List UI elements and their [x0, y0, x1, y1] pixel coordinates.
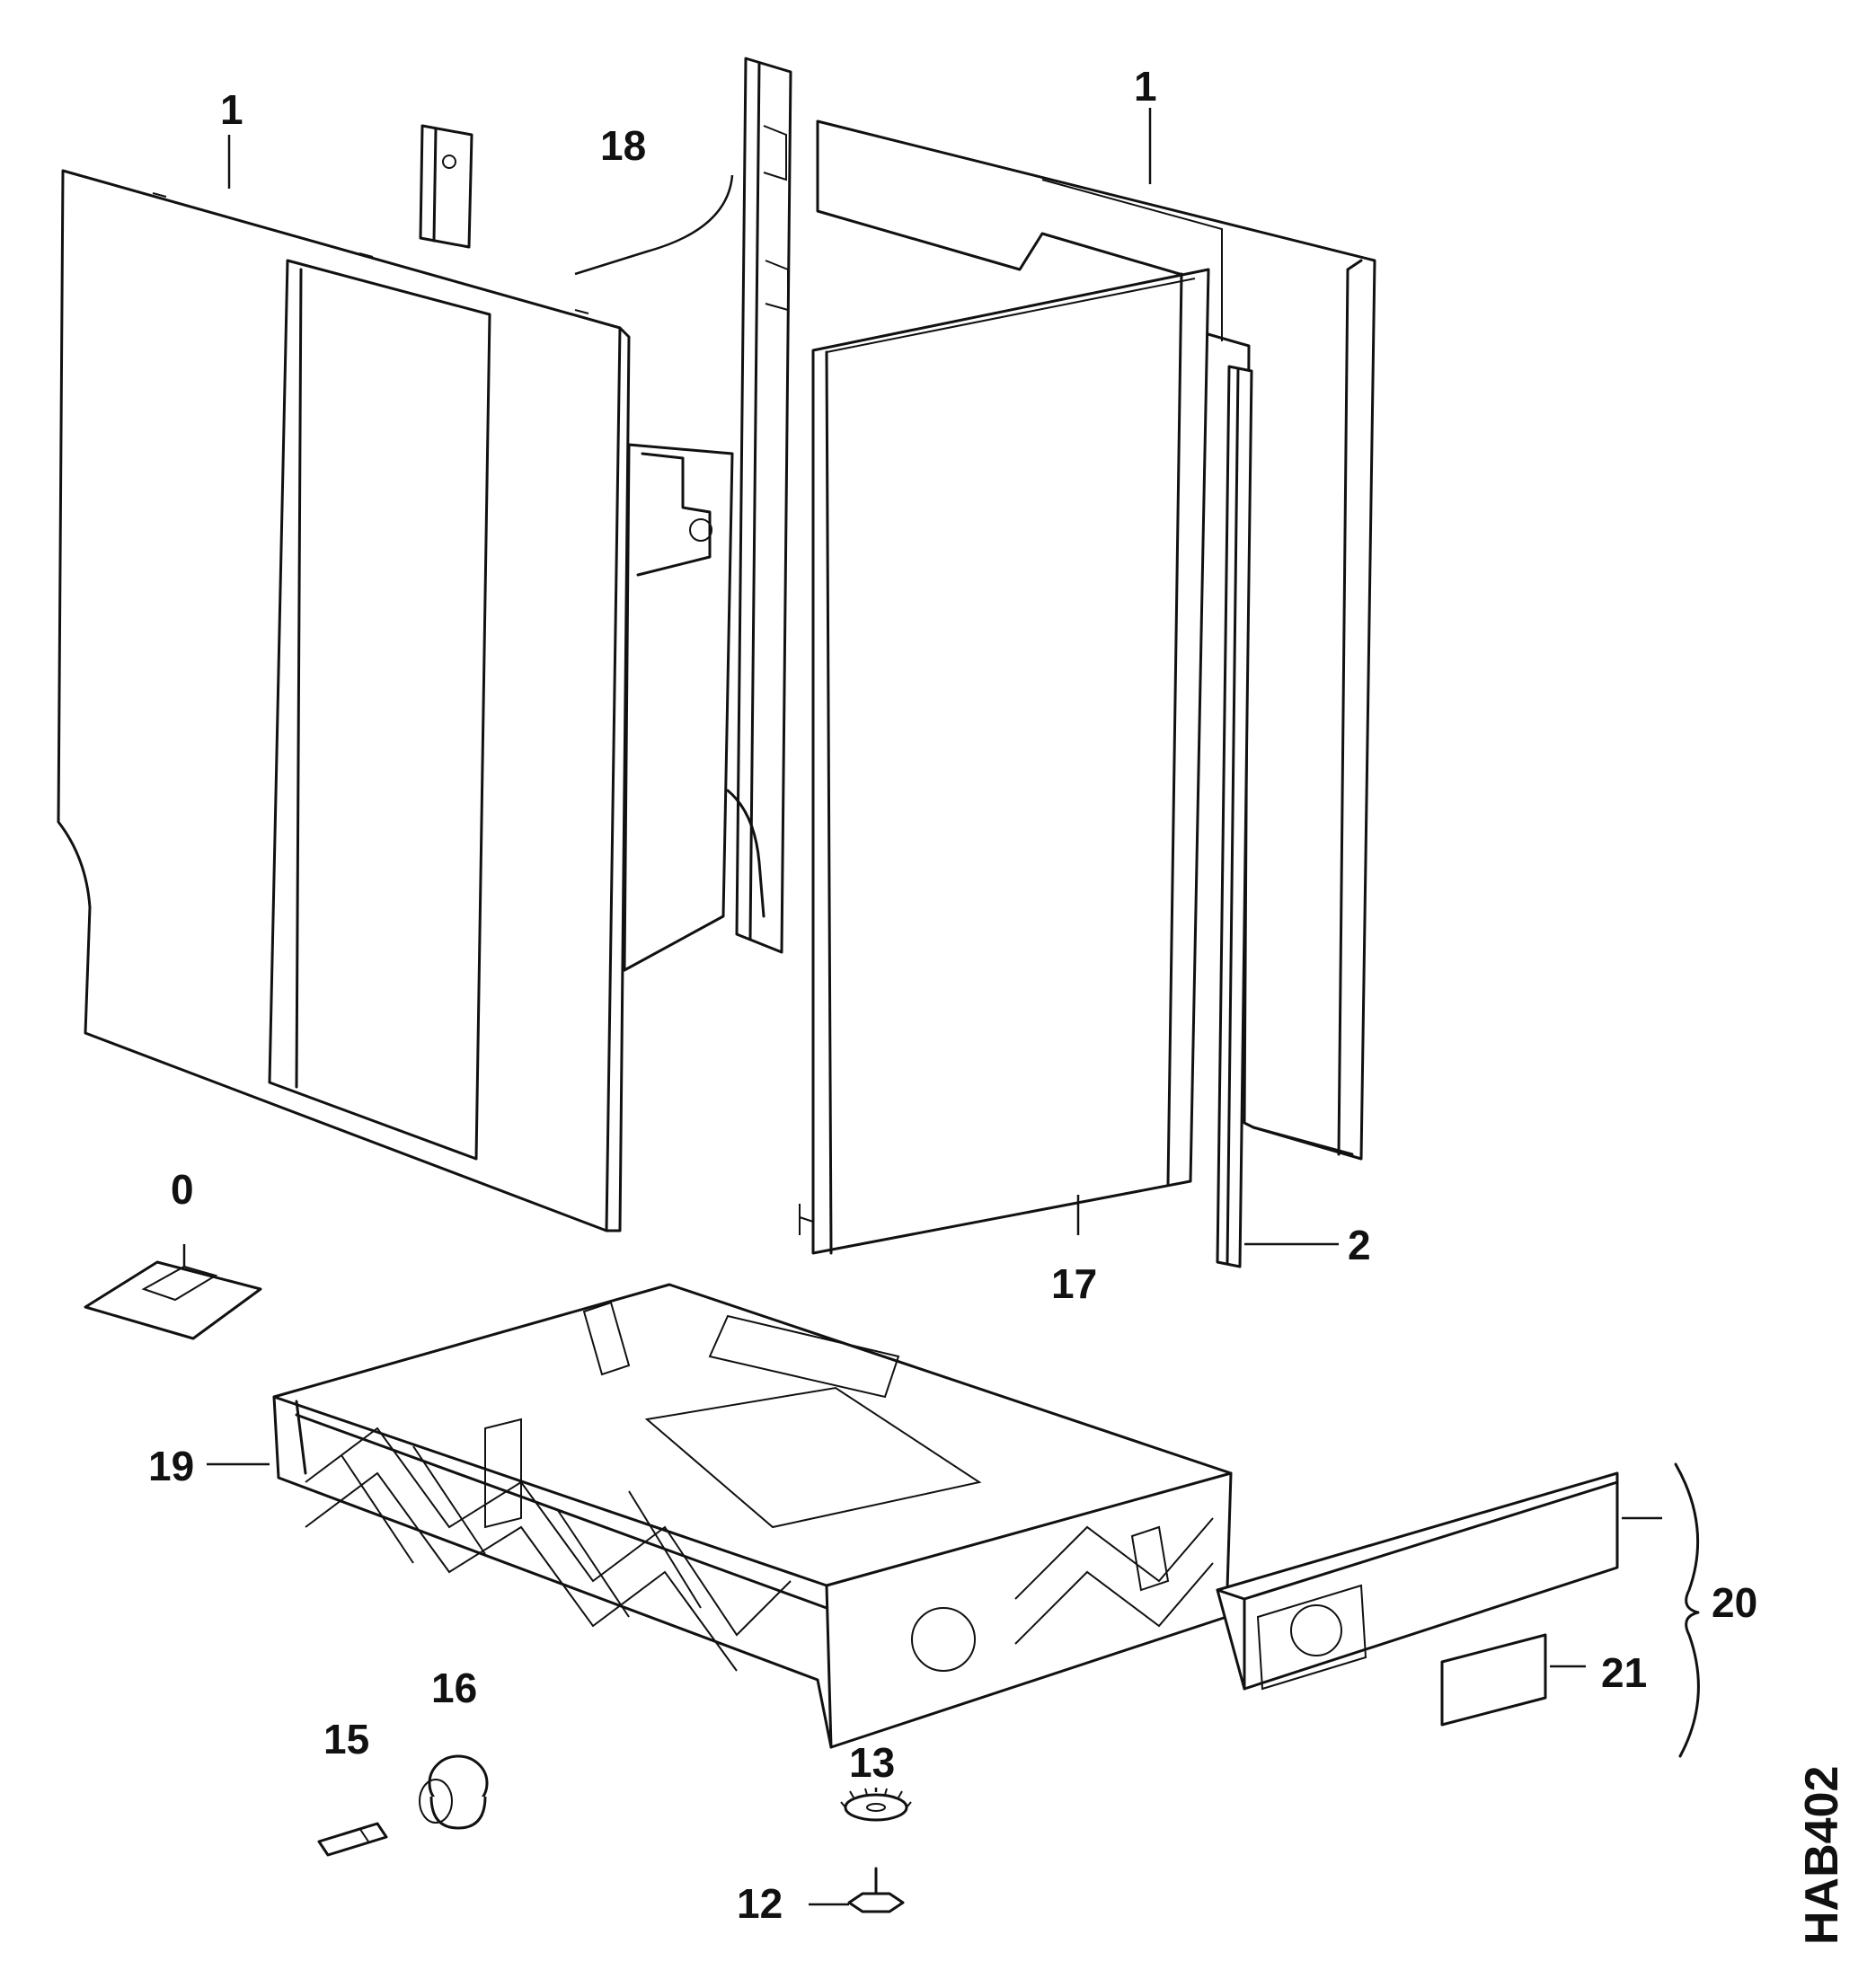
part-15-clip — [317, 1822, 388, 1857]
part-20-kick-plate — [1216, 1471, 1619, 1691]
callout-13: 13 — [849, 1739, 895, 1786]
callout-labels: 1 18 1 0 17 2 19 20 21 16 15 13 12 — [148, 63, 1757, 1927]
part-1-bracket — [419, 124, 473, 249]
callout-1-left: 1 — [220, 86, 243, 133]
part-2-seal-strip — [1216, 365, 1253, 1268]
part-16-roller — [419, 1754, 489, 1830]
part-1-left-side-panel — [57, 169, 631, 1232]
callout-20: 20 — [1712, 1579, 1757, 1626]
callout-15: 15 — [323, 1716, 369, 1762]
callout-1-right: 1 — [1134, 63, 1157, 110]
callout-19: 19 — [148, 1443, 194, 1489]
callout-12: 12 — [737, 1880, 783, 1927]
part-12-adjustable-foot — [847, 1867, 905, 1913]
part-17-inner-panel — [799, 268, 1210, 1255]
leader-lines — [182, 108, 1662, 1906]
part-0-rating-plate — [84, 1260, 262, 1340]
callout-0: 0 — [171, 1166, 194, 1213]
part-13-serrated-washer — [840, 1788, 912, 1822]
part-18-rear-frame — [623, 57, 792, 972]
callout-2: 2 — [1348, 1222, 1371, 1268]
callout-17: 17 — [1051, 1260, 1097, 1307]
callout-16: 16 — [431, 1665, 477, 1711]
part-21-cover-plate — [1440, 1633, 1547, 1727]
part-19-base-frame — [272, 1283, 1233, 1749]
group-brace-20-21 — [1674, 1462, 1700, 1758]
drawing-code: HAB402 — [1796, 1766, 1848, 1945]
callout-21: 21 — [1601, 1649, 1647, 1696]
callout-18: 18 — [600, 122, 646, 169]
